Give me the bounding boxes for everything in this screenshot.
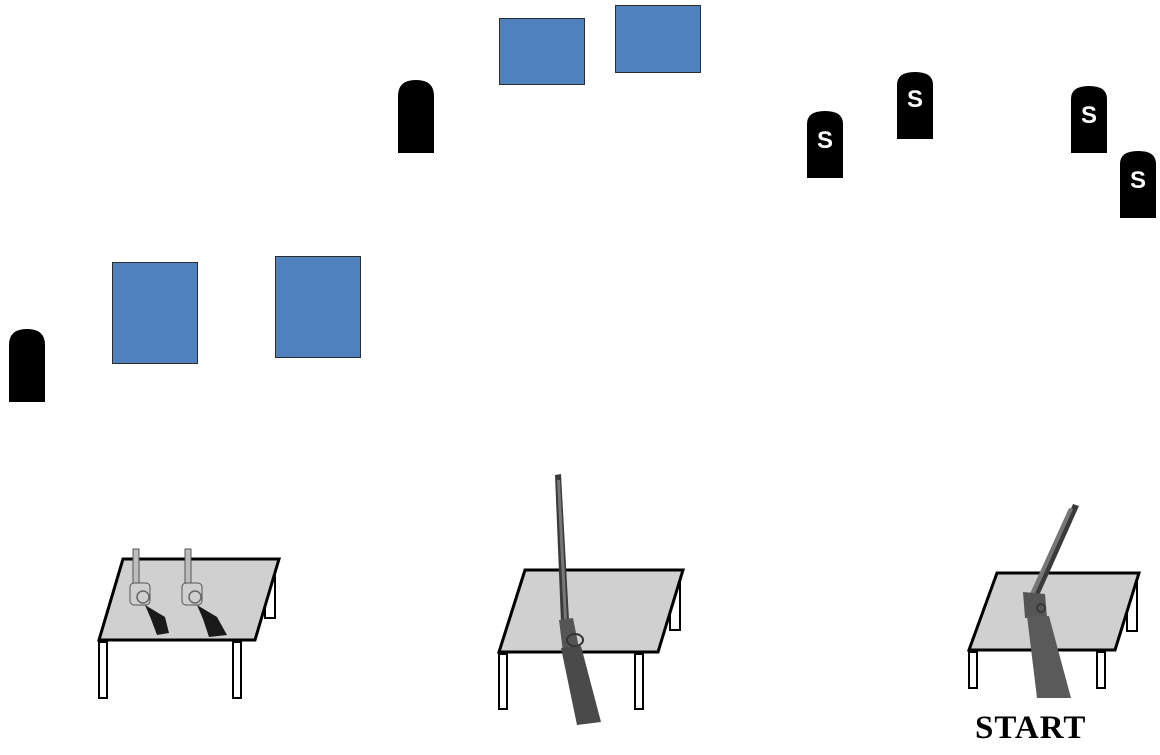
target-left-2: [275, 256, 361, 358]
plain-marker-left: [7, 327, 47, 402]
table-shotgun: [965, 500, 1145, 700]
steel-marker-1: S: [806, 110, 844, 178]
start-label: START: [975, 710, 1086, 747]
table-rifle: [495, 470, 690, 730]
svg-text:S: S: [1081, 102, 1097, 129]
svg-text:S: S: [907, 86, 923, 113]
plain-marker-top: [396, 78, 436, 153]
steel-marker-3: S: [1070, 85, 1108, 153]
target-top-right: [615, 5, 701, 73]
target-left-1: [112, 262, 198, 364]
steel-marker-2: S: [896, 71, 934, 139]
svg-text:S: S: [817, 127, 833, 154]
table-revolvers: [95, 545, 285, 705]
svg-text:S: S: [1130, 167, 1146, 194]
steel-marker-4: S: [1119, 150, 1157, 218]
target-top-left: [499, 18, 585, 85]
